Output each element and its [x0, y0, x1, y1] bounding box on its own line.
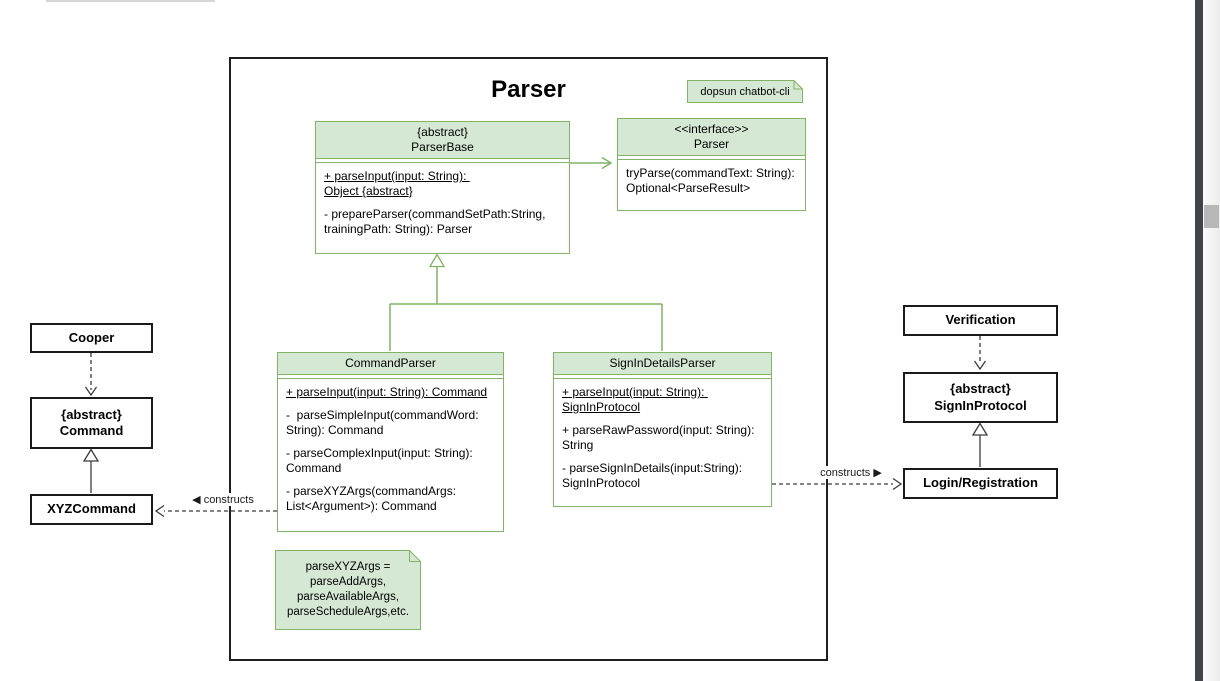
class-name: SignInDetailsParser [609, 356, 716, 370]
arrow-verification-to-signinprotocol [973, 336, 987, 371]
box-xyzcommand: XYZCommand [30, 494, 153, 525]
method-line: + parseInput(input: String): SignInProto… [562, 385, 708, 414]
label-constructs-left: ◀ constructs [180, 493, 266, 506]
arrow-commandparser-to-xyzcommand [154, 504, 277, 518]
class-commandparser: CommandParser + parseInput(input: String… [277, 352, 504, 532]
method-line: - parseSignInDetails(input:String): Sign… [562, 461, 746, 490]
arrow-cooper-to-command [84, 353, 98, 397]
method-line: - parseSimpleInput(commandWord: String):… [286, 408, 482, 437]
class-parser-interface-body: tryParse(commandText: String): Optional<… [618, 159, 805, 208]
class-parser-interface: <<interface>> Parser tryParse(commandTex… [617, 118, 806, 211]
note-line: parseScheduleArgs,etc. [286, 606, 410, 618]
box-label: Command [59, 423, 124, 438]
stereotype: {abstract} [417, 125, 468, 139]
class-signindetailsparser: SignInDetailsParser + parseInput(input: … [553, 352, 772, 507]
class-commandparser-header: CommandParser [278, 353, 503, 375]
method-line: - parseXYZArgs(commandArgs: List<Argumen… [286, 484, 460, 513]
inheritance-tree-parserbase [389, 253, 663, 351]
note-line: parseXYZArgs = [305, 561, 391, 573]
note-line: parseAddArgs, [309, 576, 387, 588]
class-signindetailsparser-header: SignInDetailsParser [554, 353, 771, 375]
class-commandparser-body: + parseInput(input: String): Command - p… [278, 378, 503, 526]
box-label: SignInProtocol [934, 397, 1027, 413]
stereotype: {abstract} [950, 381, 1011, 397]
panel-divider [1195, 0, 1203, 681]
class-name: CommandParser [345, 356, 436, 370]
scrollbar-thumb[interactable] [1204, 205, 1219, 228]
method-line: + parseRawPassword(input: String): Strin… [562, 423, 758, 452]
arrow-signindetails-to-login [772, 477, 903, 491]
inheritance-xyzcommand-to-command [82, 448, 100, 493]
box-login-registration: Login/Registration [903, 468, 1058, 499]
class-name: ParserBase [411, 140, 474, 154]
arrow-parserbase-to-parser [570, 156, 613, 170]
method-line: - parseComplexInput(input: String): Comm… [286, 446, 477, 475]
class-parserbase: {abstract} ParserBase + parseInput(input… [315, 121, 570, 254]
class-signindetailsparser-body: + parseInput(input: String): SignInProto… [554, 378, 771, 503]
box-label: Verification [945, 312, 1016, 328]
class-name: Parser [693, 137, 730, 151]
box-command: {abstract} Command [30, 397, 153, 449]
box-cooper: Cooper [30, 323, 153, 353]
box-label: Cooper [68, 329, 115, 345]
frame-title: Parser [491, 76, 566, 103]
class-parserbase-body: + parseInput(input: String): Object {abs… [316, 162, 569, 249]
method-line: - prepareParser(commandSetPath:String, t… [324, 207, 549, 236]
note-shape [275, 550, 421, 630]
parser-frame: Parser [229, 57, 828, 661]
note-parsexyzargs: parseXYZArgs = parseAddArgs, parseAvaila… [275, 550, 421, 630]
stereotype: <<interface>> [674, 122, 749, 136]
method-line: tryParse(commandText: String): Optional<… [626, 166, 799, 195]
inheritance-login-to-signinprotocol [971, 422, 989, 467]
note-shape [687, 80, 803, 103]
box-signinprotocol: {abstract} SignInProtocol [903, 372, 1058, 423]
cropped-top-box [46, 0, 215, 2]
class-parserbase-header: {abstract} ParserBase [316, 122, 569, 159]
class-parser-interface-header: <<interface>> Parser [618, 119, 805, 156]
note-dopsun-text: dopsun chatbot-cli [700, 85, 790, 98]
box-label: Login/Registration [923, 475, 1038, 491]
note-line: parseAvailableArgs, [296, 591, 400, 603]
method-line: + parseInput(input: String): Command [286, 385, 488, 399]
box-verification: Verification [903, 305, 1058, 336]
label-constructs-right: constructs ▶ [806, 466, 896, 479]
box-label: XYZCommand [47, 501, 136, 517]
note-parsexyzargs-text: parseXYZArgs = parseAddArgs, parseAvaila… [275, 550, 421, 630]
scrollbar-track[interactable] [1203, 0, 1220, 681]
stereotype: {abstract} [61, 406, 122, 422]
note-dopsun: dopsun chatbot-cli [687, 80, 803, 103]
method-line: + parseInput(input: String): Object {abs… [324, 169, 467, 198]
